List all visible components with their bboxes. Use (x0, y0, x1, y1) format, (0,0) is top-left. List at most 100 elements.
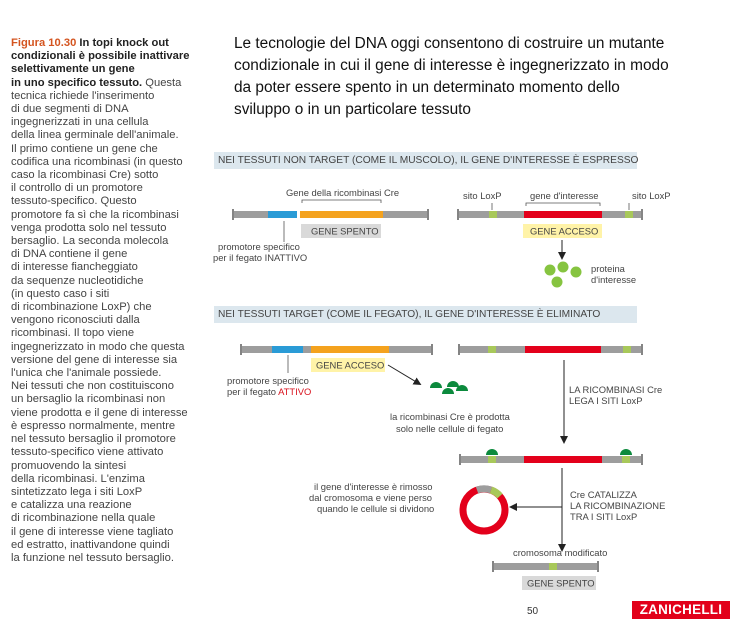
dna-segment (383, 211, 427, 218)
cre-protein-bound (620, 449, 632, 455)
binds-label-1: LA RICOMBINASI Cre (569, 384, 662, 395)
dna-segment (602, 211, 625, 218)
dna-segment (389, 346, 431, 353)
caption-body-line: promotore fa sì che la ricombinasi (11, 208, 179, 221)
slide-heading: Le tecnologie del DNA oggi consentono di… (234, 33, 724, 121)
gene-spento-box (301, 224, 381, 238)
caption-title-line: condizionali è possibile inattivare (11, 50, 190, 63)
caption-body-line: (in questo caso i siti (11, 287, 110, 300)
modified-chromosome: cromosoma modificato GENE SPENTO (492, 547, 607, 590)
caption-body-line: la funzione nel tessuto bersaglio. (11, 551, 174, 564)
loxp-site (625, 211, 633, 218)
loxp-site (622, 456, 630, 463)
cre-construct-target: GENE ACCESO promotore specifico per il f… (227, 344, 511, 434)
caption-body-line: della linea germinale dell'animale. (11, 129, 179, 142)
dna-segment (234, 211, 268, 218)
caption-body-line: ingegnerizzati in una cellula (11, 116, 149, 129)
cre-gene-segment (311, 346, 389, 353)
cre-protein (430, 382, 442, 388)
caption-body-line: promuovendo la sintesi (11, 459, 127, 472)
loxp-label-right: sito LoxP (632, 190, 671, 201)
caption-title-line: Figura 10.30 In topi knock out (11, 37, 169, 49)
caption-body-line: di DNA contiene il gene (11, 248, 128, 261)
gene-acceso-box (523, 224, 602, 238)
caption-body-line: Nei tessuti che non costituiscono (11, 380, 174, 393)
dna-segment (631, 346, 641, 353)
caption-body-line: di interesse fiancheggiato (11, 261, 138, 274)
caption-body-line: il controllo di un promotore (11, 182, 143, 195)
dna-segment (242, 346, 272, 353)
dna-segment (494, 563, 549, 570)
protein-dot (544, 264, 556, 276)
gene-acceso-label: GENE ACCESO (530, 226, 598, 237)
cre-produced-label-1: la ricombinasi Cre è prodotta (390, 411, 511, 422)
heading-line: sviluppo o in un particolare tessuto (234, 101, 471, 118)
caption-body-line: di due segmenti di DNA (11, 103, 129, 116)
gene-of-interest (524, 456, 602, 463)
loxp-site (623, 346, 631, 353)
loxp-site (488, 346, 496, 353)
promoter-segment (272, 346, 303, 353)
caption-body-line: di ricombinazione LoxP) che (11, 301, 152, 314)
caption-body-line: vengono riconosciuti dalla (11, 314, 140, 327)
catalyze-label-3: TRA I SITI LoxP (570, 511, 637, 522)
nontarget-band: NEI TESSUTI NON TARGET (COME IL MUSCOLO)… (214, 152, 638, 169)
target-band: NEI TESSUTI TARGET (COME IL FEGATO), IL … (214, 306, 637, 323)
cre-protein-bound (486, 449, 498, 455)
dna-segment (461, 456, 488, 463)
caption-body-line: viene prodotta e il gene di interesse (11, 406, 188, 419)
dna-segment (459, 211, 489, 218)
dna-segment (630, 456, 641, 463)
gene-spento-final-label: GENE SPENTO (527, 578, 595, 589)
loxp-label-left: sito LoxP (463, 190, 502, 201)
cre-gene-segment (300, 211, 383, 218)
cre-produced-label-2: solo nelle cellule di fegato (396, 423, 503, 434)
caption-body-line: della ricombinasi. L'enzima (11, 472, 145, 485)
dna-segment (602, 456, 622, 463)
catalyze-label-2: LA RICOMBINAZIONE (570, 500, 665, 511)
loxp-site (549, 563, 557, 570)
gene-interest-label: gene d'interesse (530, 190, 599, 201)
modified-label: cromosoma modificato (513, 547, 607, 558)
gene-acceso-box (311, 358, 385, 372)
caption-body-line: caso la ricombinasi Cre) sotto (11, 169, 159, 182)
heading-line: da poter essere spento in un determinato… (234, 79, 620, 96)
protein-label-1: proteina (591, 263, 626, 274)
gene-acceso-label-target: GENE ACCESO (316, 360, 384, 371)
caption-body-line: da sequenze nucleotidiche (11, 274, 144, 287)
cre-protein (447, 381, 459, 387)
caption-body-line: tecnica richiede l'inserimento (11, 89, 155, 102)
heading-line: Le tecnologie del DNA oggi consentono di… (234, 35, 665, 52)
caption-title-line: selettivamente un gene (11, 63, 135, 76)
protein-dot (551, 276, 563, 288)
caption-body-line: bersaglio. La seconda molecola (11, 235, 169, 248)
cre-construct-nontarget: Gene della ricombinasi Cre GENE SPENTO p… (213, 187, 429, 263)
caption-body-line: versione del gene di interesse sia (11, 353, 178, 366)
removed-label-1: il gene d'interesse è rimosso (314, 481, 433, 492)
caption-body-line: un bersaglio la ricombinasi non (11, 393, 166, 406)
promoter-inactive-label-2: per il fegato INATTIVO (213, 252, 307, 263)
binds-label-2: LEGA I SITI LoxP (569, 395, 642, 406)
heading-line: condizionale in cui il gene di interesse… (234, 57, 669, 74)
dna-segment (496, 456, 524, 463)
cre-protein (456, 385, 468, 391)
excision-step: Cre CATALIZZA LA RICOMBINAZIONE TRA I SI… (309, 468, 665, 552)
dna-segment (497, 211, 524, 218)
gene-spento-final-box (522, 576, 596, 590)
caption-body-line: ed estratto, inattivandone quindi (11, 538, 170, 551)
caption-body-line: Il primo contiene un gene che (11, 142, 158, 155)
caption-body-line: il gene di interesse viene tagliato (11, 525, 174, 538)
caption-body-line: venga prodotta solo nel tessuto (11, 221, 167, 234)
promoter-inactive-label-1: promotore specifico (218, 241, 300, 252)
caption-body-line: e catalizza una reazione (11, 499, 132, 512)
loxp-construct-target: LA RICOMBINASI Cre LEGA I SITI LoxP (458, 344, 662, 444)
loxp-site (488, 456, 496, 463)
promoter-active-label-1: promotore specifico (227, 375, 309, 386)
dna-segment (633, 211, 641, 218)
dna-segment (460, 346, 488, 353)
gene-spento-label: GENE SPENTO (311, 226, 379, 237)
gene-of-interest (524, 211, 602, 218)
caption-body-line: tessuto-specifico. Questo (11, 195, 137, 208)
